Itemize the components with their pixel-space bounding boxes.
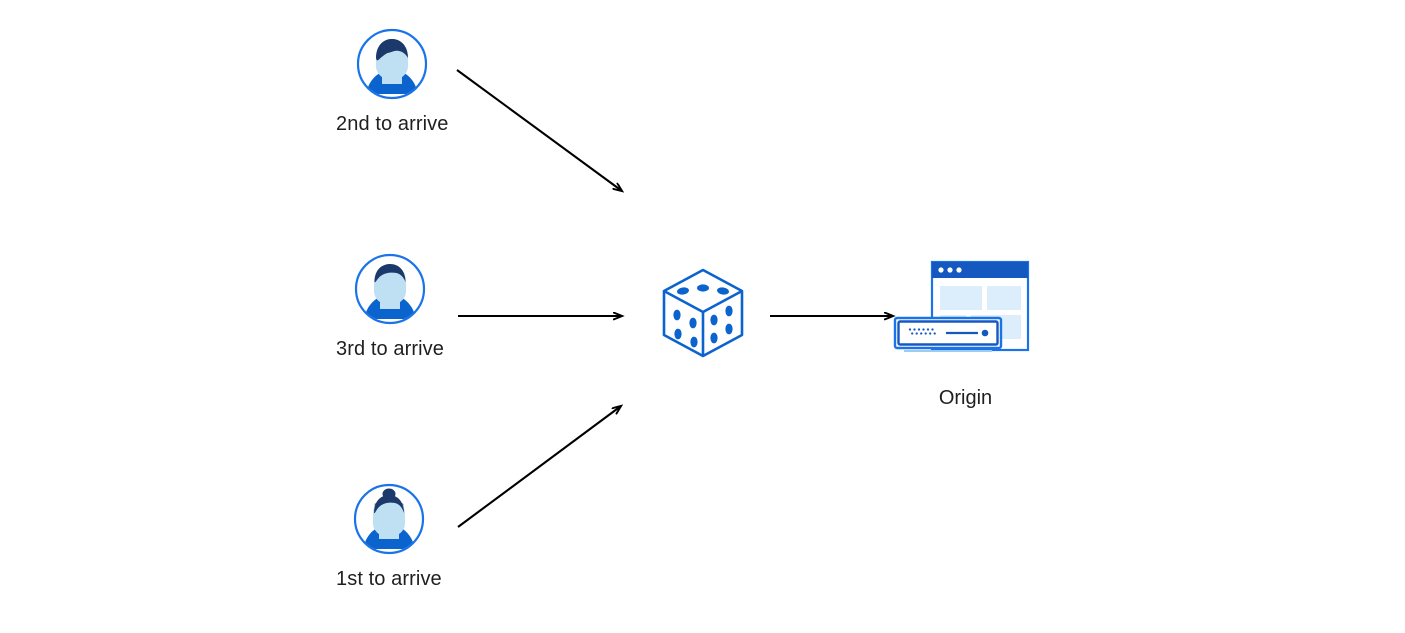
client-label-2nd: 2nd to arrive xyxy=(336,113,449,135)
origin-label: Origin xyxy=(938,387,993,409)
user-avatar-short-hair-icon xyxy=(356,28,428,100)
user-avatar-short-hair-icon xyxy=(354,253,426,325)
client-node-3rd: 3rd to arrive xyxy=(336,253,444,361)
arrow-2nd-to-dice xyxy=(456,69,622,191)
user-avatar-bun-hair-icon xyxy=(353,483,425,555)
client-label-3rd: 3rd to arrive xyxy=(336,338,445,360)
origin-server-browser-icon xyxy=(893,260,1030,352)
arrow-1st-to-dice xyxy=(457,406,621,528)
dice-cube-icon xyxy=(655,263,751,363)
client-node-1st: 1st to arrive xyxy=(336,483,442,591)
client-label-1st: 1st to arrive xyxy=(336,568,442,590)
origin-node: Origin xyxy=(888,255,1043,409)
client-node-2nd: 2nd to arrive xyxy=(336,28,448,136)
